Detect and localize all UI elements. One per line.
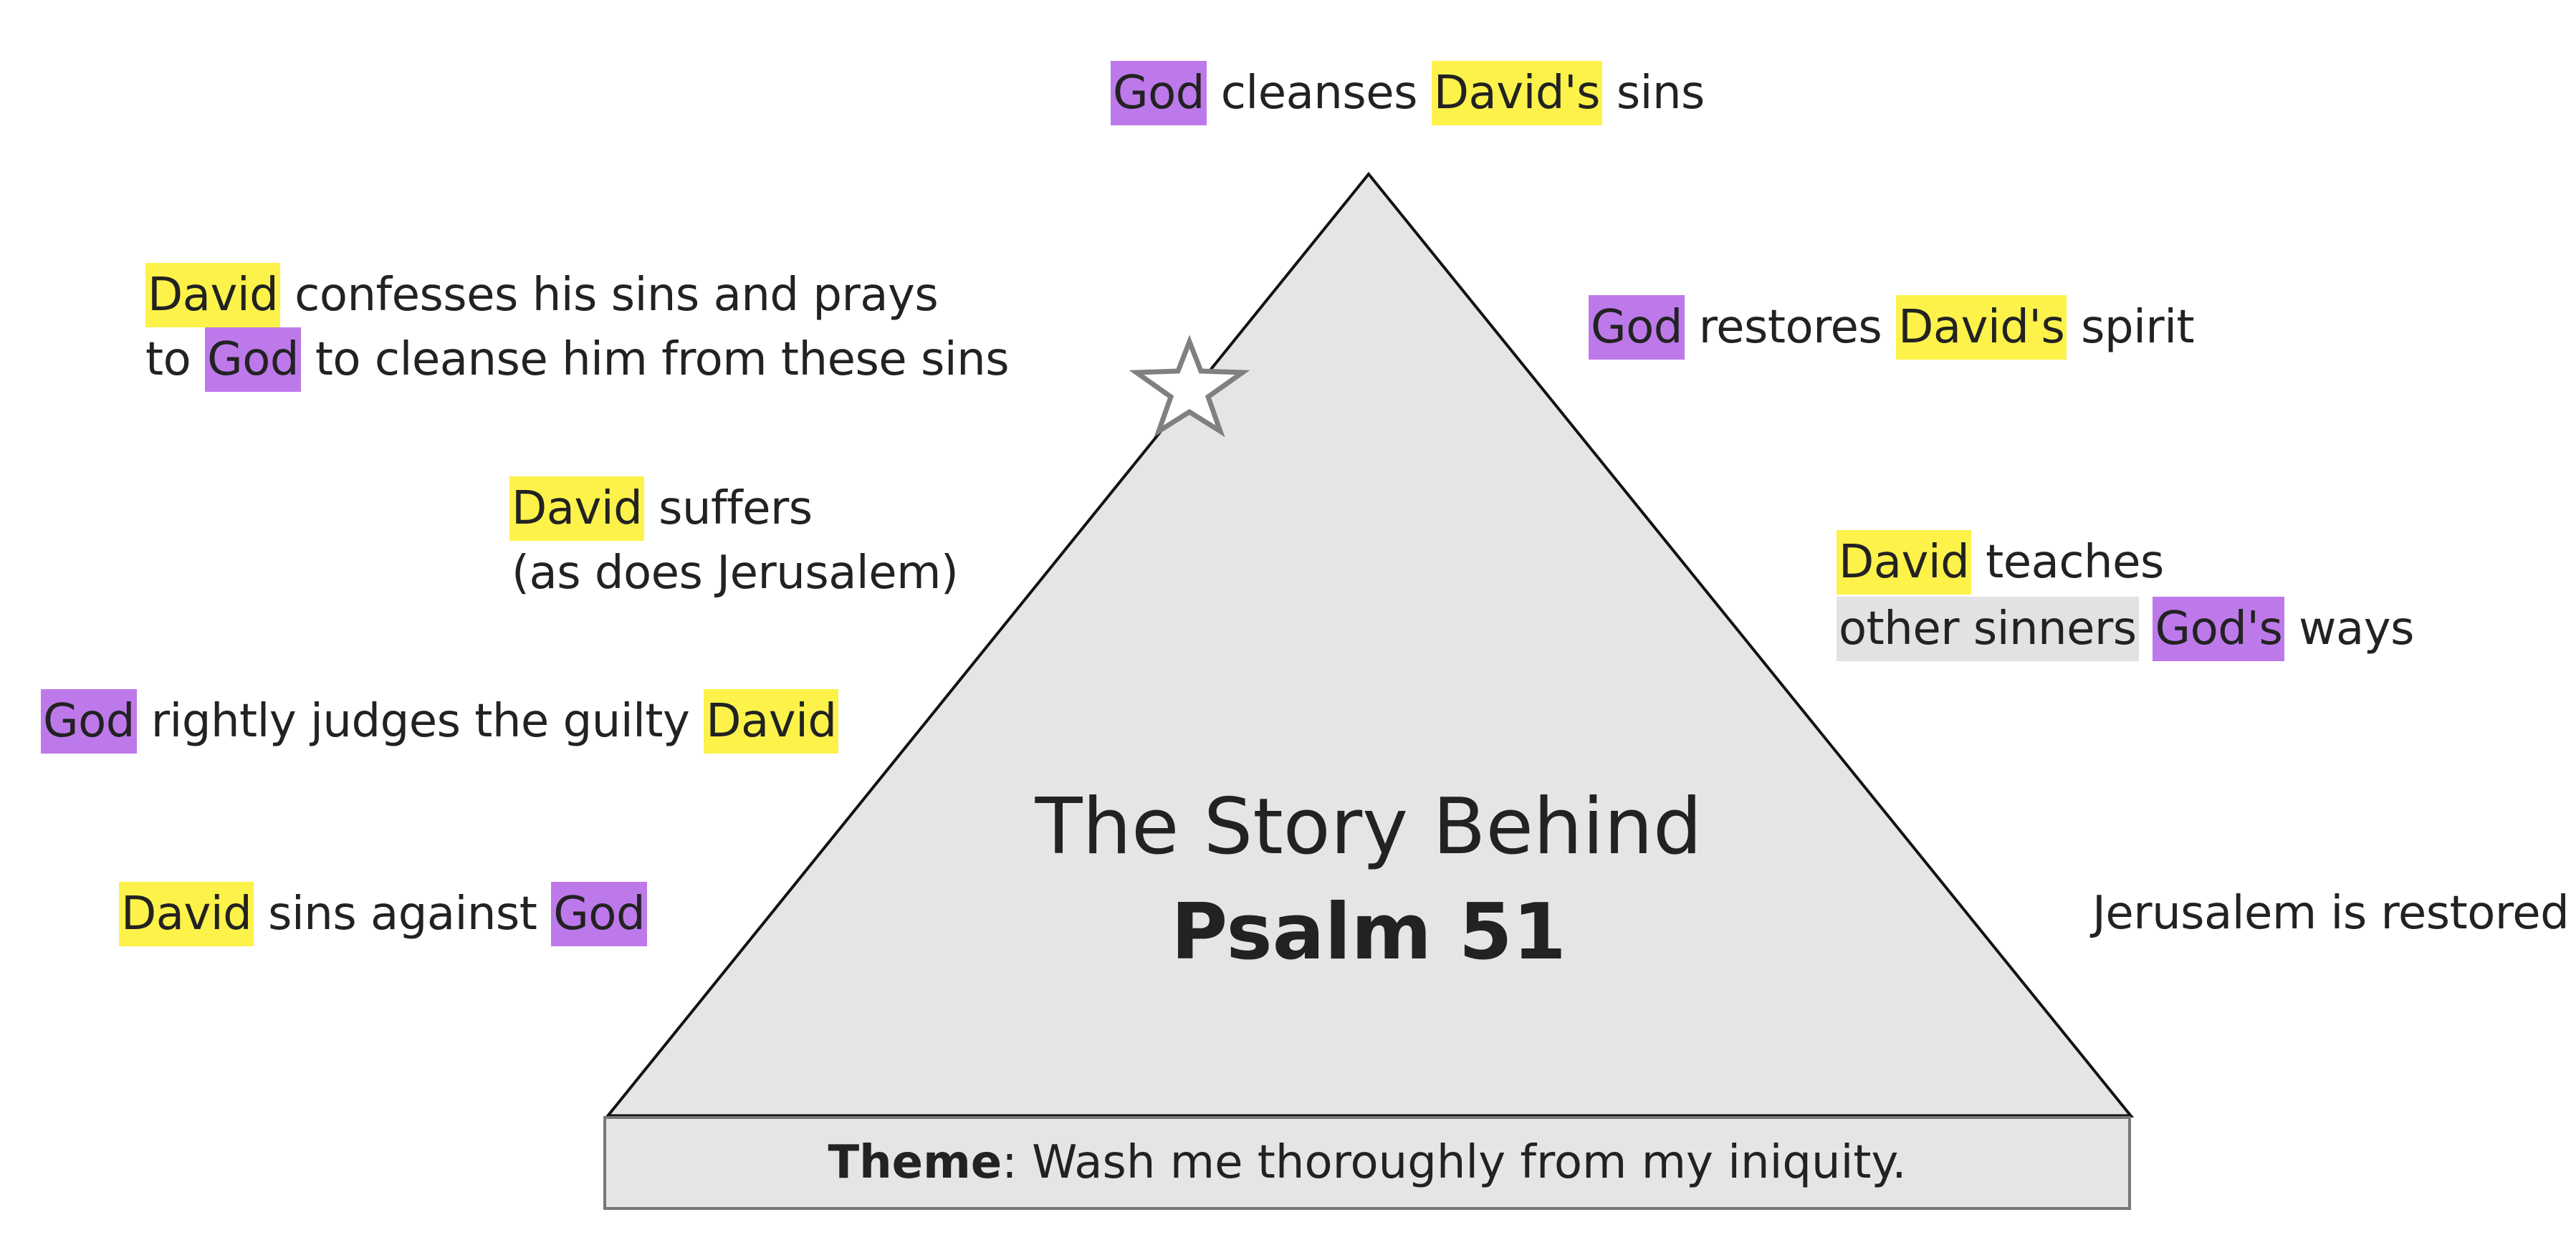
- event-david-suffers-line2: (as does Jerusalem): [512, 541, 959, 605]
- god-highlight: God: [1589, 295, 1685, 360]
- event-text: confesses his sins and prays: [280, 269, 939, 322]
- diagram-subtitle: Psalm 51: [1171, 888, 1566, 977]
- event-david-sins: David sins against God: [119, 882, 648, 946]
- god-highlight: God's: [2153, 597, 2285, 661]
- star-outline-icon: [1129, 335, 1250, 438]
- diagram-title: The Story Behind: [1035, 782, 1703, 872]
- event-text: [2139, 602, 2153, 655]
- god-highlight: God: [551, 882, 648, 946]
- theme-label: Theme: [828, 1136, 1002, 1189]
- theme-separator: :: [1002, 1136, 1018, 1189]
- event-david-teaches-line2: other sinners God's ways: [1837, 597, 2414, 661]
- event-text: sins against: [254, 888, 552, 941]
- theme-box: Theme: Wash me thoroughly from my iniqui…: [603, 1116, 2131, 1210]
- david-highlight: David: [145, 263, 281, 327]
- event-david-teaches: David teaches: [1837, 530, 2164, 595]
- event-text: teaches: [1971, 536, 2164, 589]
- david-highlight: David: [509, 476, 645, 541]
- event-david-suffers: David suffers: [509, 476, 813, 541]
- david-highlight: David: [119, 882, 254, 946]
- event-text: suffers: [644, 482, 813, 535]
- david-highlight: David: [1837, 530, 1972, 595]
- david-highlight: David's: [1896, 295, 2067, 360]
- event-david-confesses: David confesses his sins and prays: [145, 263, 939, 327]
- event-god-restores-david: God restores David's spirit: [1589, 295, 2195, 360]
- event-text: sins: [1601, 67, 1705, 120]
- event-text: rightly judges the guilty: [136, 695, 704, 748]
- event-text: spirit: [2067, 301, 2195, 354]
- david-highlight: David: [704, 689, 839, 754]
- event-god-judges-david: God rightly judges the guilty David: [41, 689, 839, 754]
- event-text: ways: [2284, 602, 2414, 655]
- event-david-confesses-line2: to God to cleanse him from these sins: [145, 327, 1010, 392]
- sinners-highlight: other sinners: [1837, 597, 2139, 661]
- event-text: to: [145, 333, 206, 386]
- event-text: restores: [1684, 301, 1897, 354]
- event-god-cleanses-david: God cleanses David's sins: [1111, 61, 1705, 125]
- event-jerusalem-restored: Jerusalem is restored: [2092, 881, 2570, 946]
- god-highlight: God: [1111, 61, 1207, 125]
- god-highlight: God: [205, 327, 301, 392]
- david-highlight: David's: [1431, 61, 1602, 125]
- god-highlight: God: [41, 689, 137, 754]
- event-text: to cleanse him from these sins: [300, 333, 1010, 386]
- event-text: (as does Jerusalem): [512, 547, 959, 600]
- event-text: Jerusalem is restored: [2092, 887, 2570, 940]
- event-text: cleanses: [1206, 67, 1432, 120]
- theme-text: Wash me thoroughly from my iniquity.: [1017, 1136, 1907, 1189]
